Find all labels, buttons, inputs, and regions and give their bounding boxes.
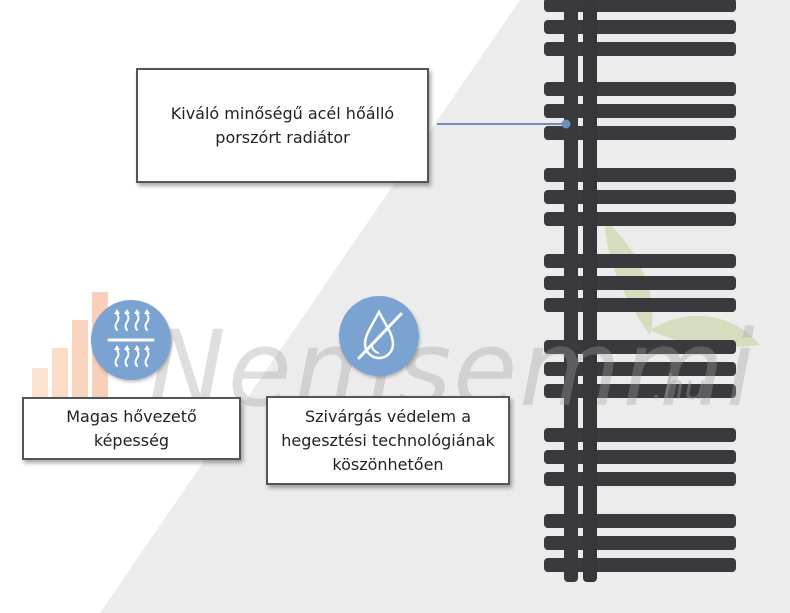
callout-heat: Magas hővezető képesség [22,397,241,460]
watermark-suffix: .hu [652,368,706,408]
callout-main: Kiváló minőségű acél hőálló porszórt rad… [136,68,429,183]
leak-protection-icon [339,296,419,376]
callout-leak: Szivárgás védelem a hegesztési technológ… [266,396,510,485]
heat-conductivity-icon [91,300,171,380]
callout-leak-text: Szivárgás védelem a hegesztési technológ… [281,406,495,474]
radiator-pipe-left [564,0,578,582]
callout-heat-text: Magas hővezető képesség [66,406,197,450]
callout-main-text: Kiváló minőségű acél hőálló porszórt rad… [170,103,395,147]
radiator-pipe-right [583,0,597,582]
